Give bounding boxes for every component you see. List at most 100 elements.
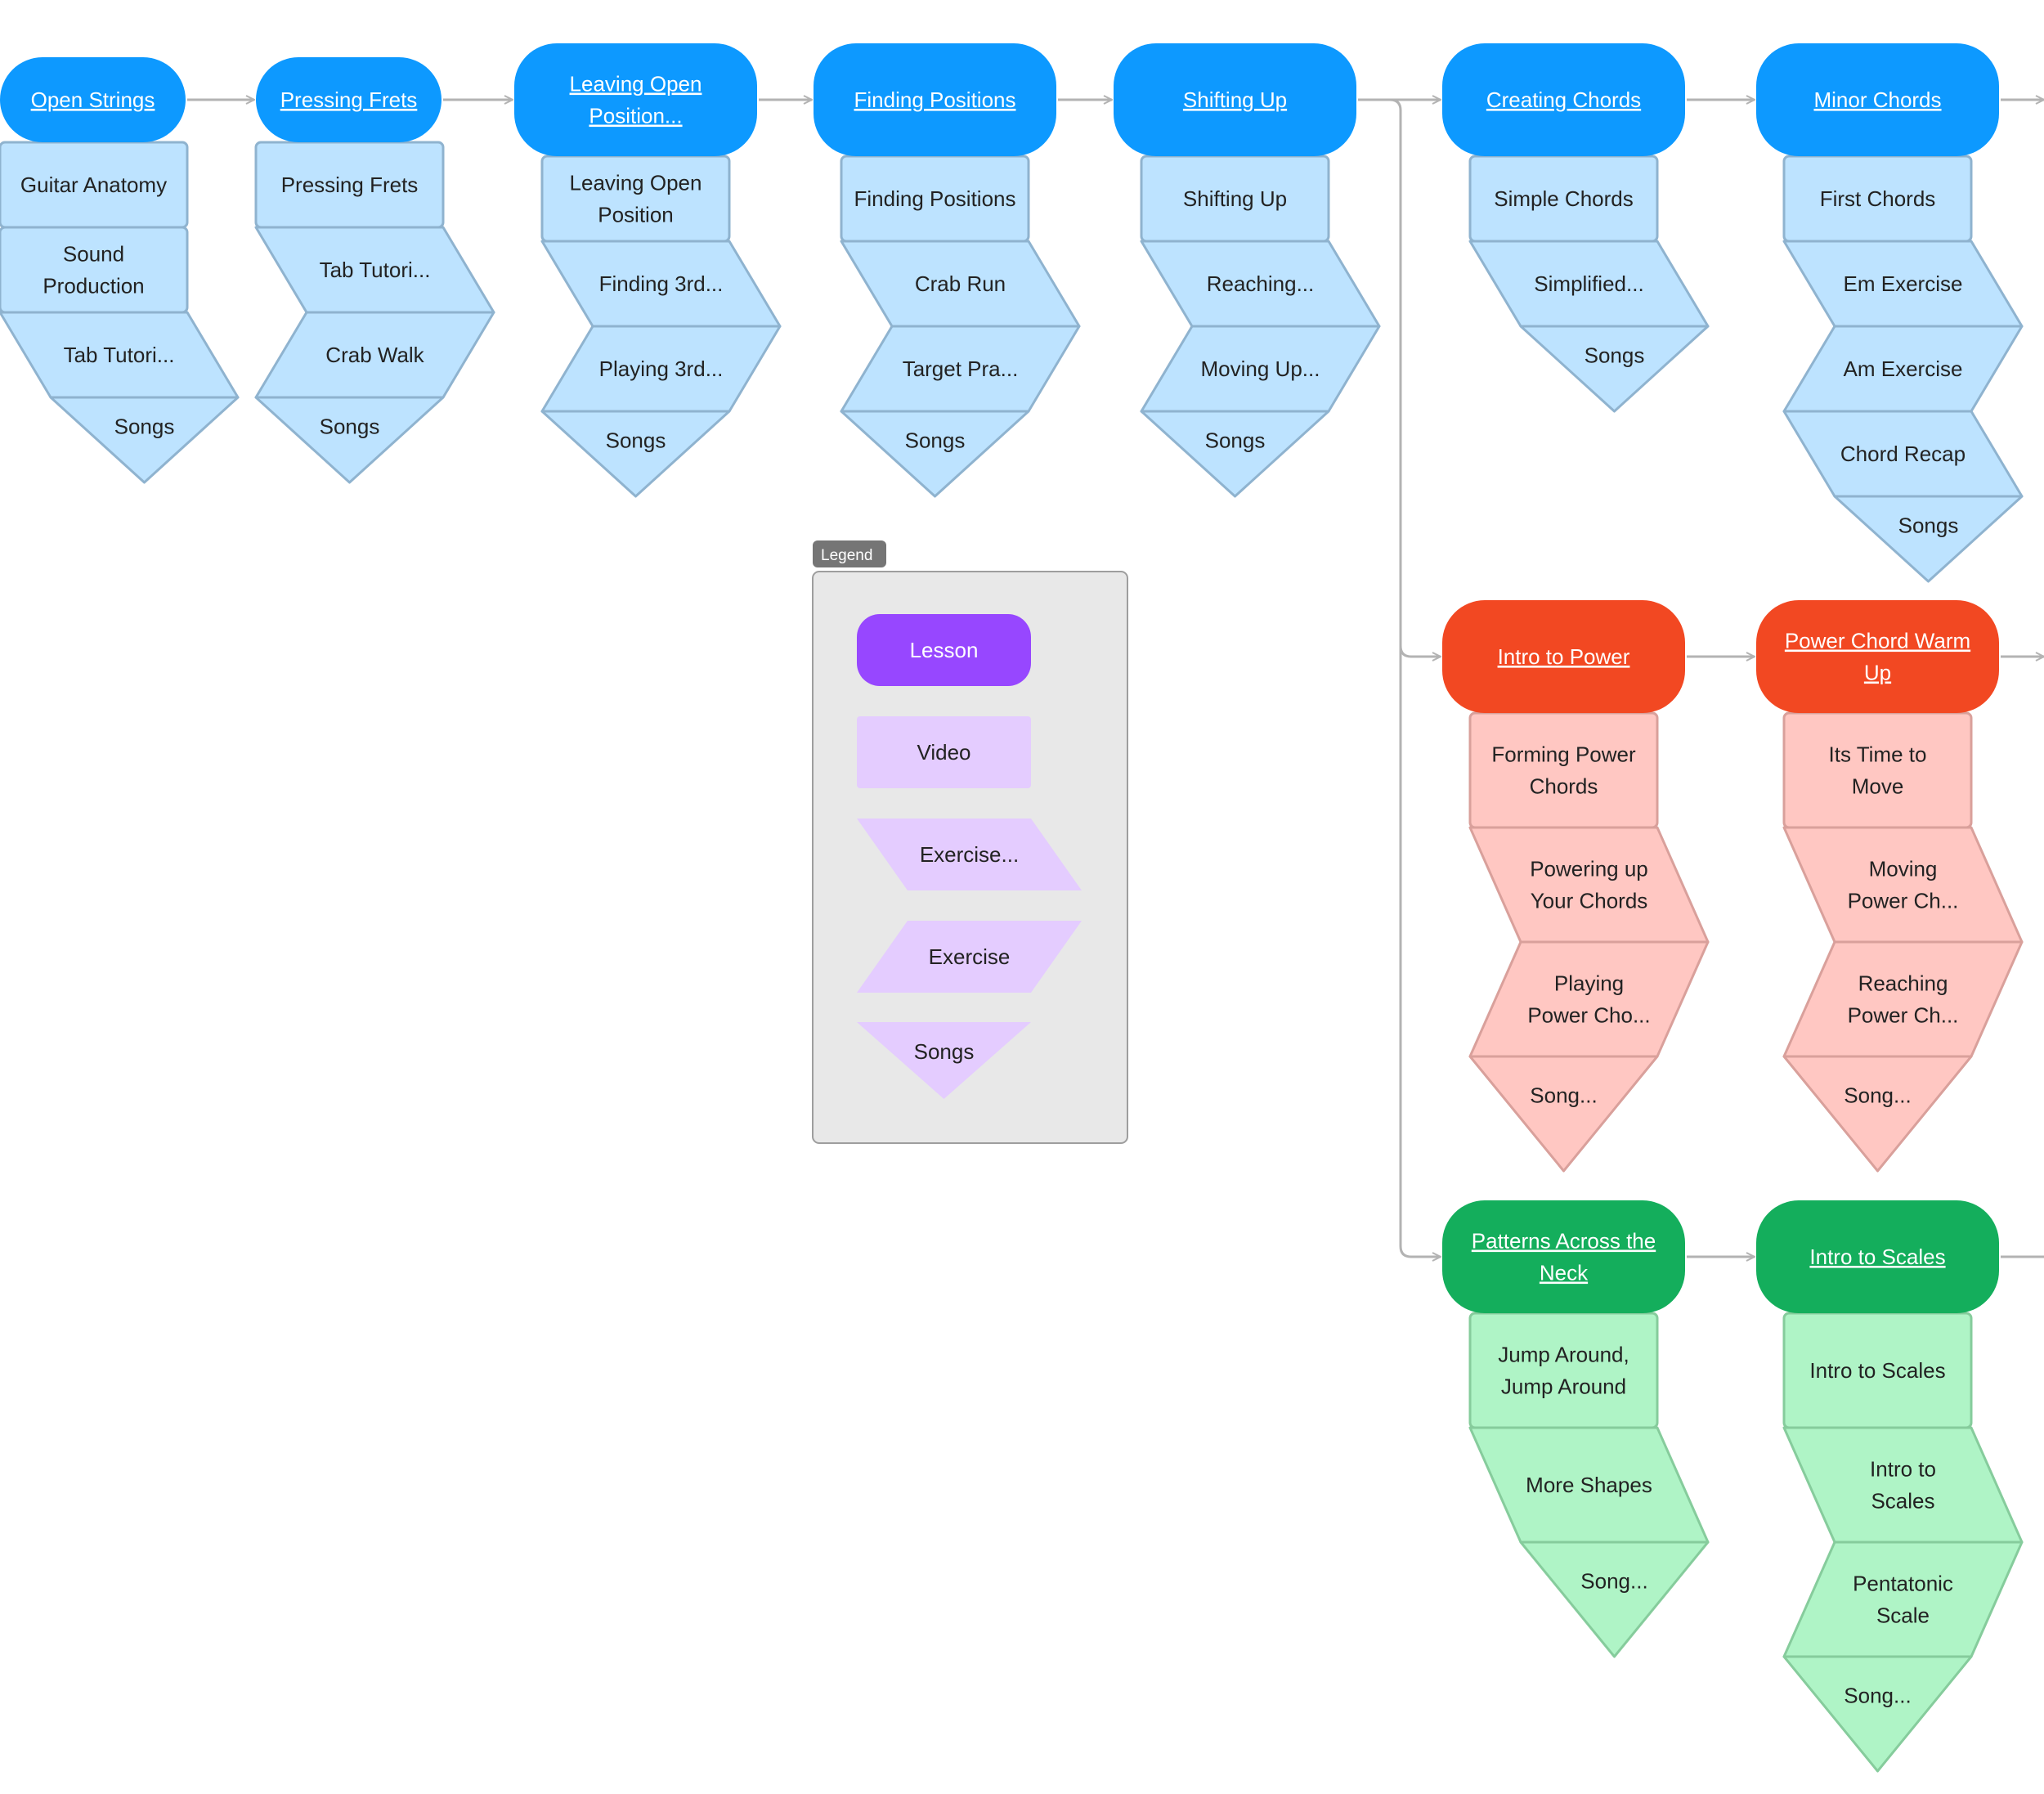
lesson-title-link[interactable]: Intro to Power [1498,644,1630,669]
exercise-box[interactable] [1782,940,2024,1058]
legend-exercise-swatch [857,921,1082,993]
legend-label-exercise-right: Exercise [929,944,1011,969]
lesson-intro-to-power[interactable] [1442,600,1685,713]
lesson-leaving-open-position[interactable] [514,43,757,156]
video-label: Intro to Scales [1809,1358,1945,1383]
songs-triangle[interactable] [1468,1055,1659,1173]
lesson-pressing-frets[interactable] [256,57,442,142]
lesson-title-link[interactable]: Open Strings [31,87,155,112]
songs-triangle[interactable] [540,410,731,498]
exercise-label: Tab Tutori... [64,343,175,367]
exercise-box[interactable] [1468,940,1710,1058]
lesson-shifting-up[interactable] [1114,43,1356,156]
lesson-title-link[interactable]: Shifting Up [1183,87,1287,112]
songs-label: Songs [1585,343,1645,367]
video-label: Shifting Up [1183,186,1287,211]
legend-label-songs: Songs [914,1039,975,1064]
songs-label: Songs [905,428,966,452]
songs-triangle[interactable] [1833,495,2024,583]
songs-triangle[interactable] [1140,410,1330,498]
lesson-patterns-across-the-neck[interactable] [1442,1200,1685,1313]
video-box[interactable] [1468,1312,1659,1429]
lesson-finding-positions[interactable] [814,43,1056,156]
lesson-title-link[interactable]: Pressing Frets [280,87,418,112]
lesson-title-link[interactable]: Creating Chords [1486,87,1641,112]
video-label: Simple Chords [1494,186,1634,211]
songs-triangle[interactable] [254,396,445,484]
lesson-power-chord-warm-up[interactable] [1756,600,1999,713]
songs-label: Songs [1205,428,1266,452]
lesson-creating-chords[interactable] [1442,43,1685,156]
exercise-label: Playing 3rd... [599,357,724,381]
legend-tag-label: Legend [821,547,872,564]
legend-video-swatch [857,716,1031,788]
video-label: Finding Positions [854,186,1016,211]
exercise-label: Crab Walk [325,343,424,367]
branch-arrow [1358,98,1441,657]
exercise-box[interactable] [1782,1541,2024,1658]
songs-label: Songs [320,414,380,438]
branch-arrow [1399,646,1441,1257]
legend-tag [813,540,886,567]
exercise-label: Em Exercise [1844,271,1963,296]
legend-label-lesson: Lesson [910,638,979,662]
lesson-title-link[interactable]: Finding Positions [854,87,1016,112]
songs-triangle[interactable] [1782,1055,1973,1173]
video-box[interactable] [1782,711,1973,829]
lesson-title-link[interactable]: Minor Chords [1813,87,1941,112]
exercise-box[interactable] [1782,826,2024,944]
lesson-intro-to-scales[interactable] [1756,1200,1999,1313]
video-box[interactable] [0,226,189,314]
songs-label: Song... [1580,1569,1647,1594]
video-box[interactable] [1468,711,1659,829]
exercise-label: More Shapes [1526,1473,1652,1497]
exercise-label: Am Exercise [1844,357,1963,381]
songs-triangle[interactable] [840,410,1030,498]
lesson-open-strings[interactable] [0,57,186,142]
video-label: Guitar Anatomy [20,173,167,197]
exercise-label: Simplified... [1534,271,1643,296]
video-label: Jump Around,Jump Around [1498,1343,1629,1399]
songs-label: Song... [1844,1684,1911,1708]
songs-label: Song... [1844,1083,1911,1108]
legend-lesson-swatch [857,614,1031,686]
songs-label: Song... [1530,1083,1597,1108]
songs-triangle[interactable] [49,396,240,484]
lesson-title-link[interactable]: Intro to Scales [1809,1245,1945,1269]
video-label: Pressing Frets [281,173,419,197]
exercise-box[interactable] [1782,1426,2024,1544]
lesson-minor-chords[interactable] [1756,43,1999,156]
exercise-label: Tab Tutori... [320,258,431,282]
exercise-label: Finding 3rd... [599,271,724,296]
connectors [187,100,2044,1257]
songs-label: Songs [606,428,666,452]
songs-triangle[interactable] [1519,1541,1710,1658]
video-box[interactable] [540,155,731,243]
exercise-box[interactable] [1468,826,1710,944]
exercise-label: Crab Run [915,271,1006,296]
songs-triangle[interactable] [1782,1655,1973,1773]
legend-songs-swatch [857,1022,1031,1099]
songs-triangle[interactable] [1519,325,1710,413]
